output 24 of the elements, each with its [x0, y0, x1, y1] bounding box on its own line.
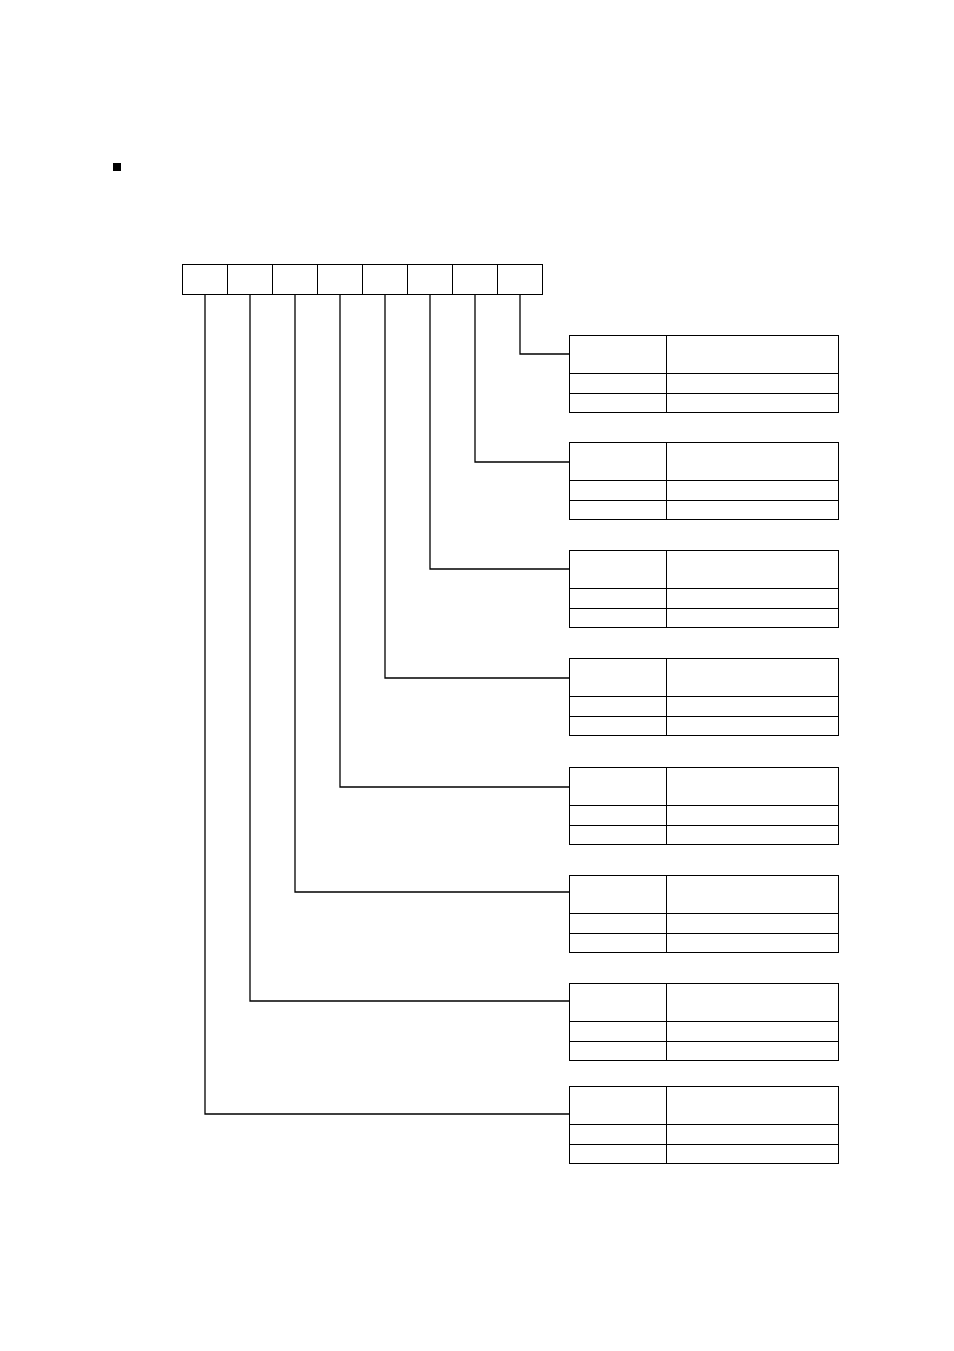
bit-description-table — [569, 767, 839, 845]
bit-field-box — [227, 264, 273, 295]
bit-field-box — [272, 264, 318, 295]
bit-field-box — [407, 264, 453, 295]
bit-description-table — [569, 1086, 839, 1164]
bit-field-box — [317, 264, 363, 295]
leader-line — [474, 294, 570, 463]
bit-field-box — [362, 264, 408, 295]
leader-line — [384, 294, 570, 679]
leader-line — [429, 294, 570, 570]
leader-line — [249, 294, 570, 1002]
bit-description-table — [569, 335, 839, 413]
leader-line — [294, 294, 570, 893]
bit-description-table — [569, 658, 839, 736]
bit-description-table — [569, 442, 839, 520]
bit-field-box — [497, 264, 543, 295]
leader-line — [339, 294, 570, 788]
leader-line — [204, 294, 570, 1115]
bit-field-box — [452, 264, 498, 295]
bit-description-table — [569, 983, 839, 1061]
bit-description-table — [569, 550, 839, 628]
bit-field-box — [182, 264, 228, 295]
bit-description-table — [569, 875, 839, 953]
leader-line — [519, 294, 570, 355]
